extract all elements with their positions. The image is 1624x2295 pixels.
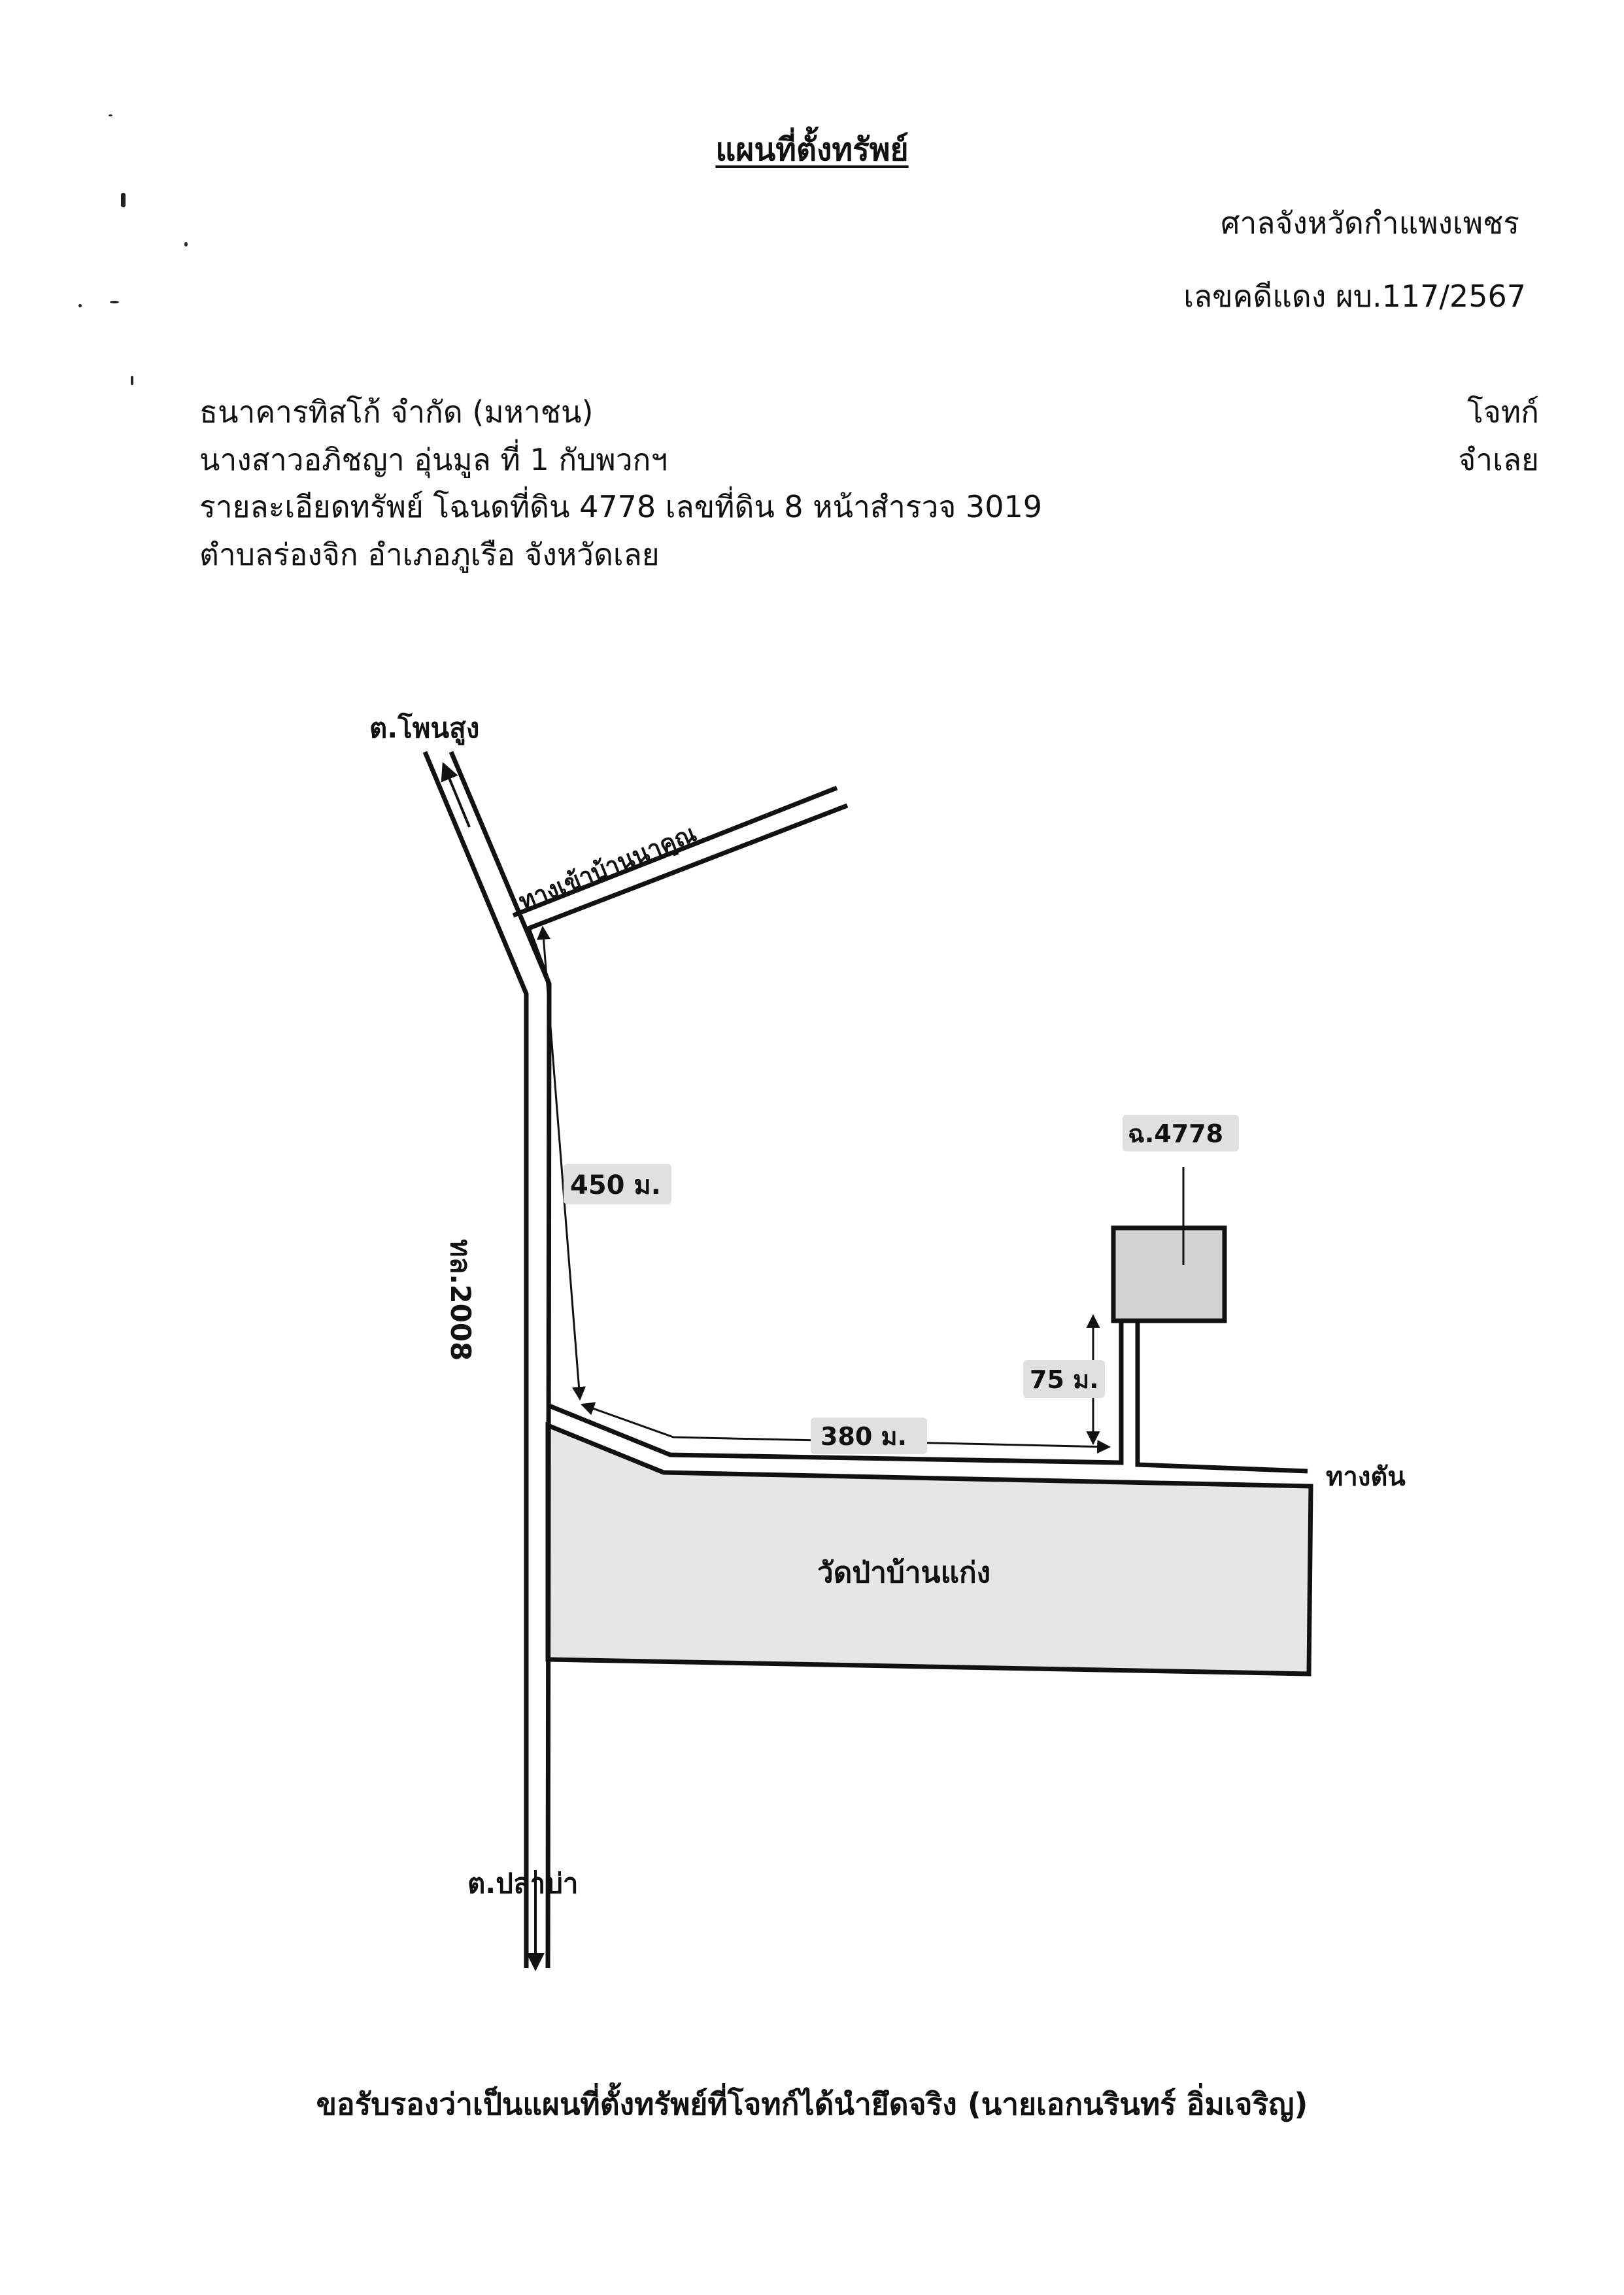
court-name: ศาลจังหวัดกำแพงเพชร	[1221, 205, 1519, 241]
scan-speck	[131, 376, 133, 385]
parcel-label: ฉ.4778	[1128, 1119, 1223, 1148]
plaintiff-name: ธนาคารทิสโก้ จำกัด (มหาชน)	[199, 394, 594, 430]
defendant-role: จำเลย	[1458, 442, 1539, 477]
north-direction-arrow	[441, 762, 471, 828]
distance-75-label: 75 ม.	[1030, 1365, 1099, 1394]
side-road-label: ทางเข้าบ้านนาคูณ	[515, 820, 701, 917]
certification-text: ขอรับรองว่าเป็นแผนที่ตั้งทรัพย์ที่โจทก์ไ…	[316, 2086, 1308, 2122]
temple-label: วัดป่าบ้านแก่ง	[817, 1556, 990, 1590]
lane-spur-right-edge	[1135, 1321, 1308, 1474]
label-bg-380	[811, 1418, 927, 1454]
property-details: รายละเอียดทรัพย์ โฉนดที่ดิน 4778 เลขที่ด…	[199, 489, 1042, 524]
main-road-left-edge	[422, 751, 529, 1968]
dead-end-label: ทางตัน	[1326, 1462, 1406, 1492]
label-bg-75	[1023, 1360, 1105, 1398]
main-road-label: ทล.2008	[445, 1239, 477, 1361]
label-bg-450	[564, 1164, 671, 1204]
scan-speck	[121, 193, 126, 207]
property-location: ตำบลร่องจิก อำเภอภูเรือ จังหวัดเลย	[199, 537, 660, 572]
defendant-name: นางสาวอภิชญา อุ่นมูล ที่ 1 กับพวกฯ	[199, 442, 668, 477]
dimension-arrow-380	[581, 1402, 1111, 1454]
distance-450-label: 450 ม.	[570, 1170, 661, 1200]
case-number: เลขคดีแดง ผบ.117/2567	[1183, 279, 1526, 314]
dimension-arrow-450	[537, 925, 586, 1401]
scan-speck	[78, 304, 82, 307]
label-bg-parcel	[1123, 1115, 1239, 1151]
side-road-lower-edge	[527, 803, 849, 931]
side-road-upper-edge	[512, 785, 838, 918]
property-parcel	[1111, 1225, 1227, 1323]
scan-speck	[109, 114, 112, 116]
temple-area	[545, 1421, 1313, 1676]
scan-speck	[110, 301, 119, 303]
page-title: แผนที่ตั้งทรัพย์	[715, 131, 909, 168]
distance-380-label: 380 ม.	[820, 1422, 907, 1451]
north-destination-label: ต.โพนสูง	[369, 712, 479, 745]
plaintiff-role: โจทก์	[1467, 394, 1539, 430]
scan-speck	[184, 242, 188, 246]
south-destination-label: ต.ปลาบ่า	[467, 1867, 578, 1899]
